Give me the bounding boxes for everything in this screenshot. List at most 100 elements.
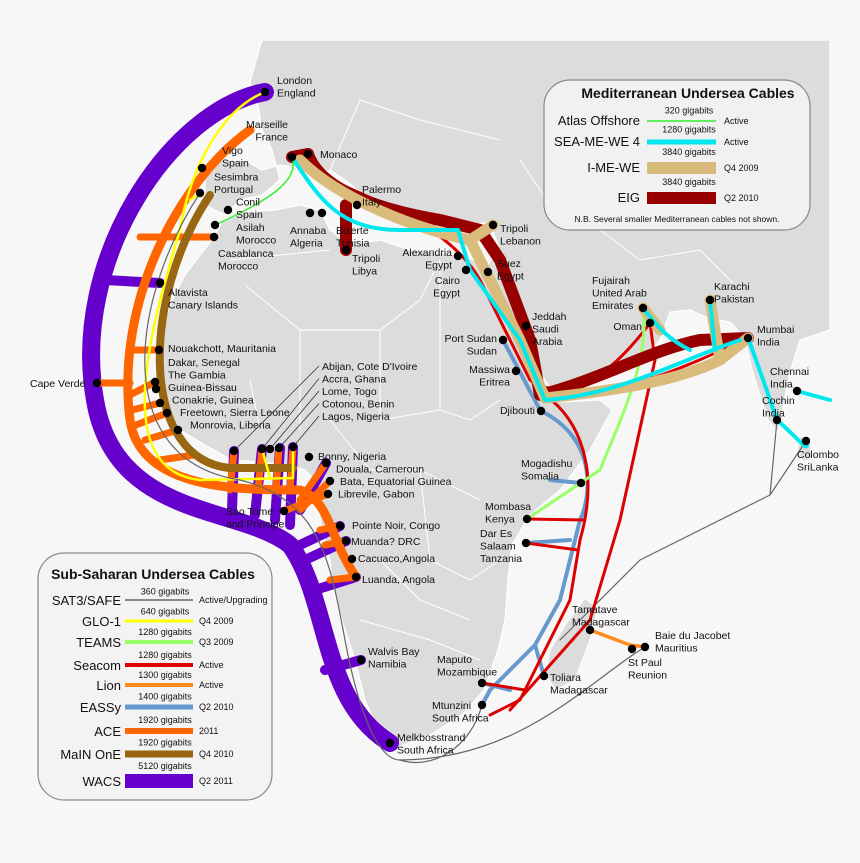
city-dot (539, 671, 549, 681)
city-label-line: SriLanka (797, 462, 839, 474)
city-label-line: Tanzania (480, 553, 522, 565)
legend-capacity: 1280 gigabits (138, 627, 192, 637)
cable-sat (144, 192, 807, 764)
city-bata-equatorial-guinea: Bata, Equatorial Guinea (325, 476, 452, 488)
city-dot (743, 333, 753, 343)
legend-title: Mediterranean Undersea Cables (581, 85, 794, 101)
city-label-line: Casablanca (218, 248, 274, 260)
city-label: Oman (613, 321, 642, 333)
legend-status: 2011 (199, 726, 218, 736)
cable-wacs (82, 83, 399, 752)
legend-name: EIG (618, 190, 640, 205)
cable-main (155, 191, 297, 472)
city-label: Pointe Noir, Congo (352, 520, 440, 532)
city-label: Djibouti (500, 405, 535, 417)
city-dot (265, 444, 275, 454)
city-label: Abijan, Cote D'Ivoire (322, 361, 418, 373)
city-label-line: England (277, 88, 316, 100)
legend-name: GLO-1 (82, 614, 121, 629)
city-label-line: Douala, Cameroun (336, 464, 424, 476)
city-dot (279, 506, 289, 516)
city-label-line: Cairo (435, 275, 460, 287)
city-dot (772, 415, 782, 425)
city-label-line: Somalia (521, 471, 559, 483)
city-dot (197, 163, 207, 173)
city-dot (585, 625, 595, 635)
legend-status: Q4 2010 (199, 749, 234, 759)
city-label-line: Sudan (467, 346, 498, 358)
city-dot (638, 303, 648, 313)
city-label: Monrovia, Liberia (190, 420, 271, 432)
city-label: Cacuaco,Angola (358, 553, 435, 565)
city-label-line: Egypt (425, 260, 452, 272)
city-label-line: Egypt (497, 271, 524, 283)
city-label-line: South Africa (432, 713, 489, 725)
city-label: Cape Verde (30, 378, 86, 390)
city-label: Accra, Ghana (322, 374, 386, 386)
city-label-line: Maputo (437, 654, 472, 666)
city-label-line: Mogadishu (521, 458, 573, 470)
city-label-line: Madagascar (572, 617, 630, 629)
city-label-line: Mombasa (485, 501, 531, 513)
city-cacuaco-angola: Cacuaco,Angola (347, 553, 435, 565)
legend-status: Active (724, 116, 749, 126)
city-label-line: Morocco (218, 261, 258, 273)
city-label-line: Luanda, Angola (362, 574, 435, 586)
cable-ace (123, 125, 361, 582)
city-label-line: Bonny, Nigeria (318, 451, 386, 463)
city-label-line: Toliara (550, 672, 581, 684)
city-label-line: Conil (236, 197, 260, 209)
legend-name: SAT3/SAFE (52, 593, 121, 608)
city-label: Lome, Togo (322, 386, 377, 398)
city-label-line: Mtunzini (432, 700, 471, 712)
legend-status: Active/Upgrading (199, 595, 268, 605)
city-librevile-gabon: Librevile, Gabon (323, 489, 415, 501)
city-label-line: Spain (236, 209, 263, 221)
city-label-line: Cochin (762, 395, 795, 407)
subsaharan-legend: Sub-Saharan Undersea CablesSAT3/SAFE360 … (37, 552, 273, 801)
legend-capacity: 3840 gigabits (662, 147, 716, 157)
city-dot (627, 644, 637, 654)
city-label-line: Freetown, Sierra Leone (180, 407, 290, 419)
legend-status: Q4 2009 (199, 616, 234, 626)
city-pointe-noir-congo: Pointe Noir, Congo (335, 520, 440, 532)
city-label-line: Dakar, Senegal (168, 357, 240, 369)
city-label-line: Melkbosstrand (397, 732, 465, 744)
leader-line (261, 378, 320, 450)
city-dot (274, 443, 284, 453)
legend-title: Sub-Saharan Undersea Cables (51, 566, 255, 582)
city-dot (801, 436, 811, 446)
city-dot (210, 220, 220, 230)
city-dot (229, 446, 239, 456)
city-label-line: Tripoli (352, 253, 380, 265)
city-label-line: Oman (613, 321, 642, 333)
city-dot (305, 208, 315, 218)
city-label-line: Kenya (485, 514, 515, 526)
city-dot (257, 444, 267, 454)
legend-status: Active (199, 660, 224, 670)
